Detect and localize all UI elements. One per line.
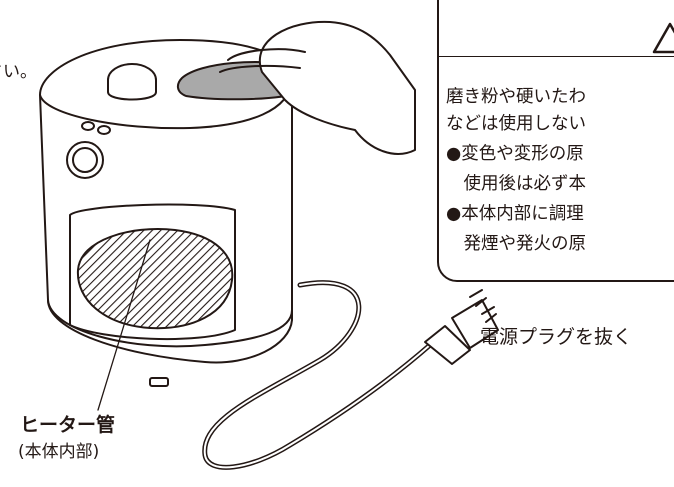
hand	[219, 20, 416, 155]
power-plug	[424, 289, 499, 365]
caution-line-5: ●本体内部に調理	[446, 204, 584, 224]
heater-tube-sublabel: (本体内部)	[18, 442, 100, 462]
unplug-label: 電源プラグを抜く	[480, 326, 633, 348]
warning-triangle-icon	[652, 22, 674, 54]
caution-line-2: などは使用しない	[446, 114, 586, 134]
appliance-body	[39, 39, 314, 387]
caution-line-1: 磨き粉や硬いたわ	[446, 87, 586, 107]
caution-divider	[437, 56, 674, 57]
caution-line-4: 使用後は必ず本	[446, 174, 586, 194]
caution-box	[437, 0, 674, 282]
instruction-fragment: さい。	[0, 62, 37, 82]
caution-line-3: ●変色や変形の原	[446, 144, 584, 164]
heater-leader-line	[97, 239, 151, 411]
caution-line-6: 発煙や発火の原	[446, 234, 586, 254]
heater-tube-label: ヒーター管	[20, 414, 116, 436]
power-cord	[202, 280, 433, 470]
